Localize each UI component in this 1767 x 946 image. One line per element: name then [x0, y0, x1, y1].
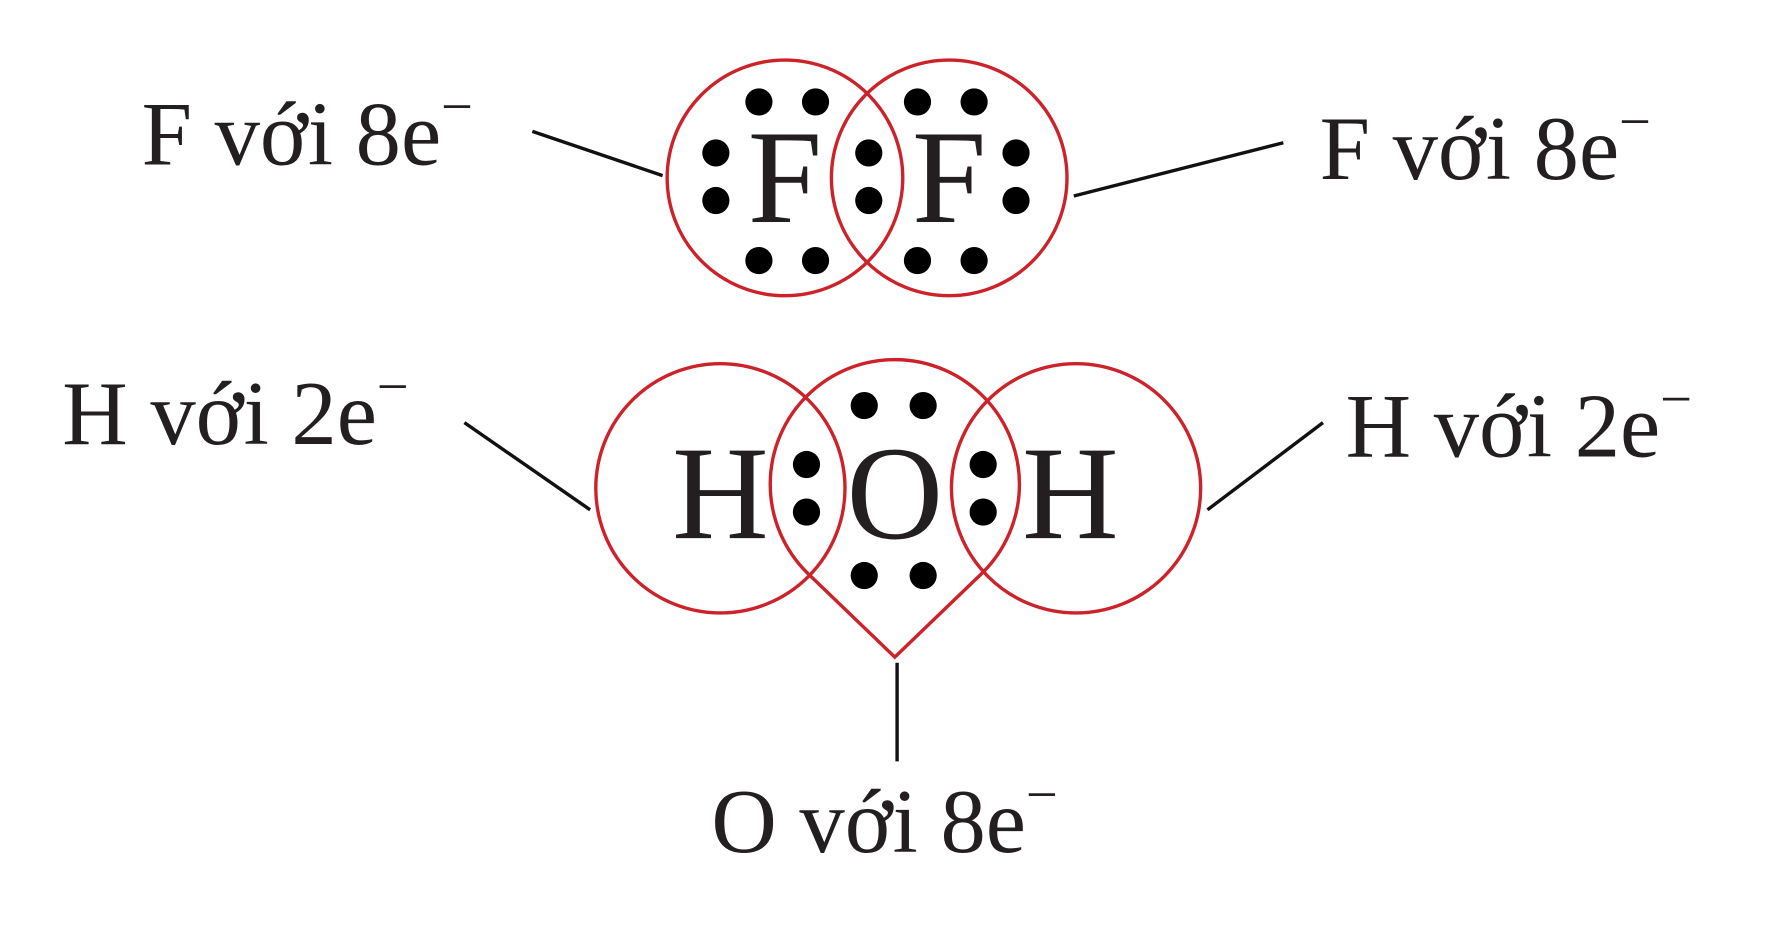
h-right-label: H với 2e− [1346, 369, 1693, 477]
h2o-molecule: H O H H với 2e− H với 2e− O với 8e− [62, 357, 1692, 872]
o-shell [768, 357, 1022, 660]
f-right-leader-line [1073, 141, 1284, 198]
f-right-shell [829, 58, 1069, 298]
h-left-label: H với 2e− [62, 357, 409, 465]
h-right-leader-line [1206, 421, 1325, 512]
o-label: O với 8e− [711, 764, 1058, 872]
h2o-electron-dots [792, 391, 997, 590]
f-right-symbol: F [912, 103, 986, 251]
h-left-symbol: H [672, 419, 769, 567]
h-right-symbol: H [1022, 419, 1119, 567]
f2-electron-dots [702, 88, 1030, 275]
f-left-leader-line [531, 129, 664, 178]
f-right-label: F với 8e− [1320, 91, 1652, 199]
o-symbol: O [847, 419, 944, 567]
f-left-shell [665, 58, 905, 298]
f-left-label: F với 8e− [142, 77, 474, 185]
f2-molecule: F F F với 8e− F với 8e− [142, 58, 1652, 298]
h-left-shell [594, 361, 847, 615]
h-right-shell [949, 361, 1203, 615]
f-left-symbol: F [748, 103, 822, 251]
h-left-leader-line [463, 421, 592, 512]
